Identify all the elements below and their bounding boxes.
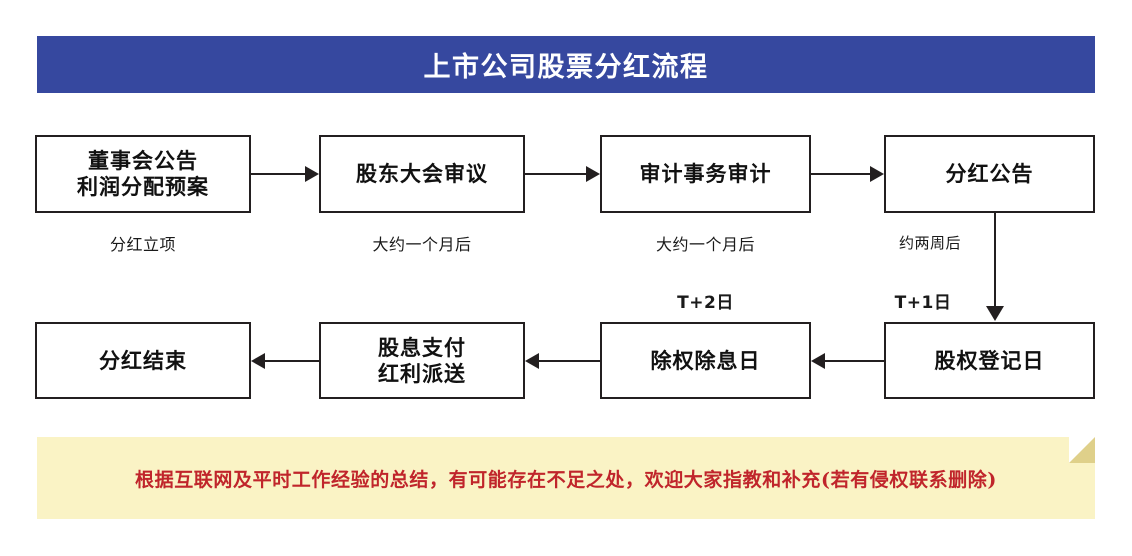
flow-box-dividend-end[interactable]: 分红结束 — [35, 322, 251, 399]
flow-box-label: 股权登记日 — [934, 347, 1045, 373]
footer-note-text: 根据互联网及平时工作经验的总结，有可能存在不足之处，欢迎大家指教和补充(若有侵权… — [135, 468, 997, 491]
footer-note-banner: 根据互联网及平时工作经验的总结，有可能存在不足之处，欢迎大家指教和补充(若有侵权… — [37, 437, 1095, 519]
flow-box-label: 股东大会审议 — [356, 161, 488, 187]
title-banner: 上市公司股票分红流程 — [37, 36, 1095, 93]
flow-box-label: 董事会公告 利润分配预案 — [77, 148, 209, 199]
flow-box-label: 分红结束 — [99, 347, 187, 373]
marker-t-plus-2: T+2日 — [677, 293, 734, 313]
flow-box-ex-dividend-date[interactable]: 除权除息日 — [600, 322, 811, 399]
flow-box-dividend-payment[interactable]: 股息支付 红利派送 — [319, 322, 525, 399]
flow-box-label: 股息支付 红利派送 — [378, 334, 466, 386]
flow-box-shareholder-meeting[interactable]: 股东大会审议 — [319, 135, 525, 213]
page-fold-corner-icon — [1069, 437, 1095, 463]
marker-t-plus-1: T+1日 — [894, 293, 952, 313]
flow-box-audit-review[interactable]: 审计事务审计 — [600, 135, 811, 213]
caption-board-announcement: 分红立项 — [109, 235, 176, 254]
caption-shareholder-meeting: 大约一个月后 — [372, 235, 472, 254]
flow-box-label: 除权除息日 — [650, 347, 761, 373]
flow-box-record-date[interactable]: 股权登记日 — [884, 322, 1095, 399]
page-title: 上市公司股票分红流程 — [423, 52, 709, 83]
flow-box-board-announcement[interactable]: 董事会公告 利润分配预案 — [35, 135, 251, 213]
caption-dividend-announcement: 约两周后 — [898, 234, 961, 252]
flow-box-label: 分红公告 — [945, 161, 1034, 187]
flow-box-dividend-announcement[interactable]: 分红公告 — [884, 135, 1095, 213]
caption-audit-review: 大约一个月后 — [655, 235, 755, 254]
flow-box-label: 审计事务审计 — [639, 161, 772, 187]
